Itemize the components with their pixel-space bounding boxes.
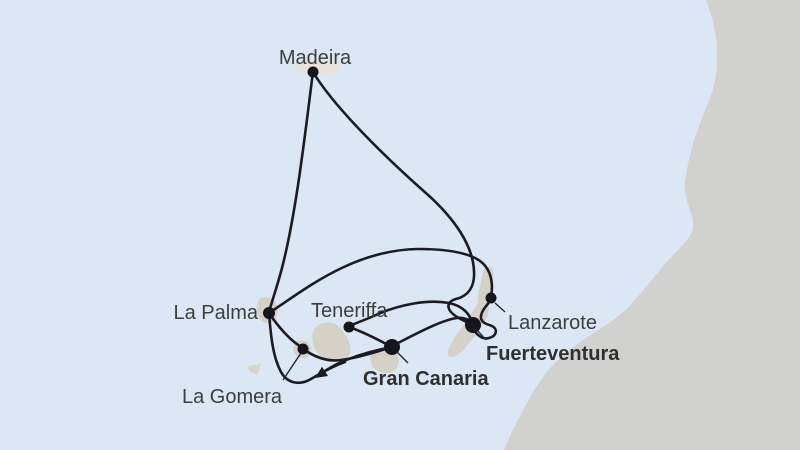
port-label-madeira: Madeira <box>278 47 352 69</box>
port-dot-madeira <box>307 66 319 78</box>
port-label-la-palma: La Palma <box>173 302 259 324</box>
port-label-gran-canaria: Gran Canaria <box>363 368 489 390</box>
port-label-la-gomera: La Gomera <box>182 386 283 408</box>
port-label-lanzarote: Lanzarote <box>508 312 597 334</box>
leader-fuerteventura <box>476 329 487 341</box>
port-dot-la-gomera <box>297 343 309 355</box>
port-dot-gran-canaria <box>384 339 400 355</box>
route-madeira-la-palma <box>267 70 315 314</box>
route-la-palma-lanzarote <box>267 247 494 315</box>
port-label-fuerteventura: Fuerteventura <box>486 343 620 365</box>
port-dot-fuerteventura <box>465 317 481 333</box>
island-el-hierro <box>248 364 261 375</box>
island-tenerife <box>312 322 351 361</box>
port-dot-la-palma <box>263 307 275 319</box>
port-dot-teneriffa <box>343 321 355 333</box>
leader-la-gomera <box>282 352 302 381</box>
leader-lanzarote <box>494 302 506 313</box>
island-madeira <box>293 60 341 75</box>
route-lanzarote-fuerteventura <box>471 297 498 340</box>
route-madeira-fuerteventura <box>311 70 476 327</box>
port-dot-lanzarote <box>485 292 497 304</box>
africa-landmass <box>504 0 800 450</box>
label-leader-lines <box>282 302 506 381</box>
port-label-teneriffa: Teneriffa <box>311 300 388 322</box>
route-direction-arrowhead <box>315 366 328 378</box>
route-fuerteventura-teneriffa <box>347 300 474 328</box>
leader-gran-canaria <box>396 351 409 364</box>
port-dots <box>263 66 497 355</box>
